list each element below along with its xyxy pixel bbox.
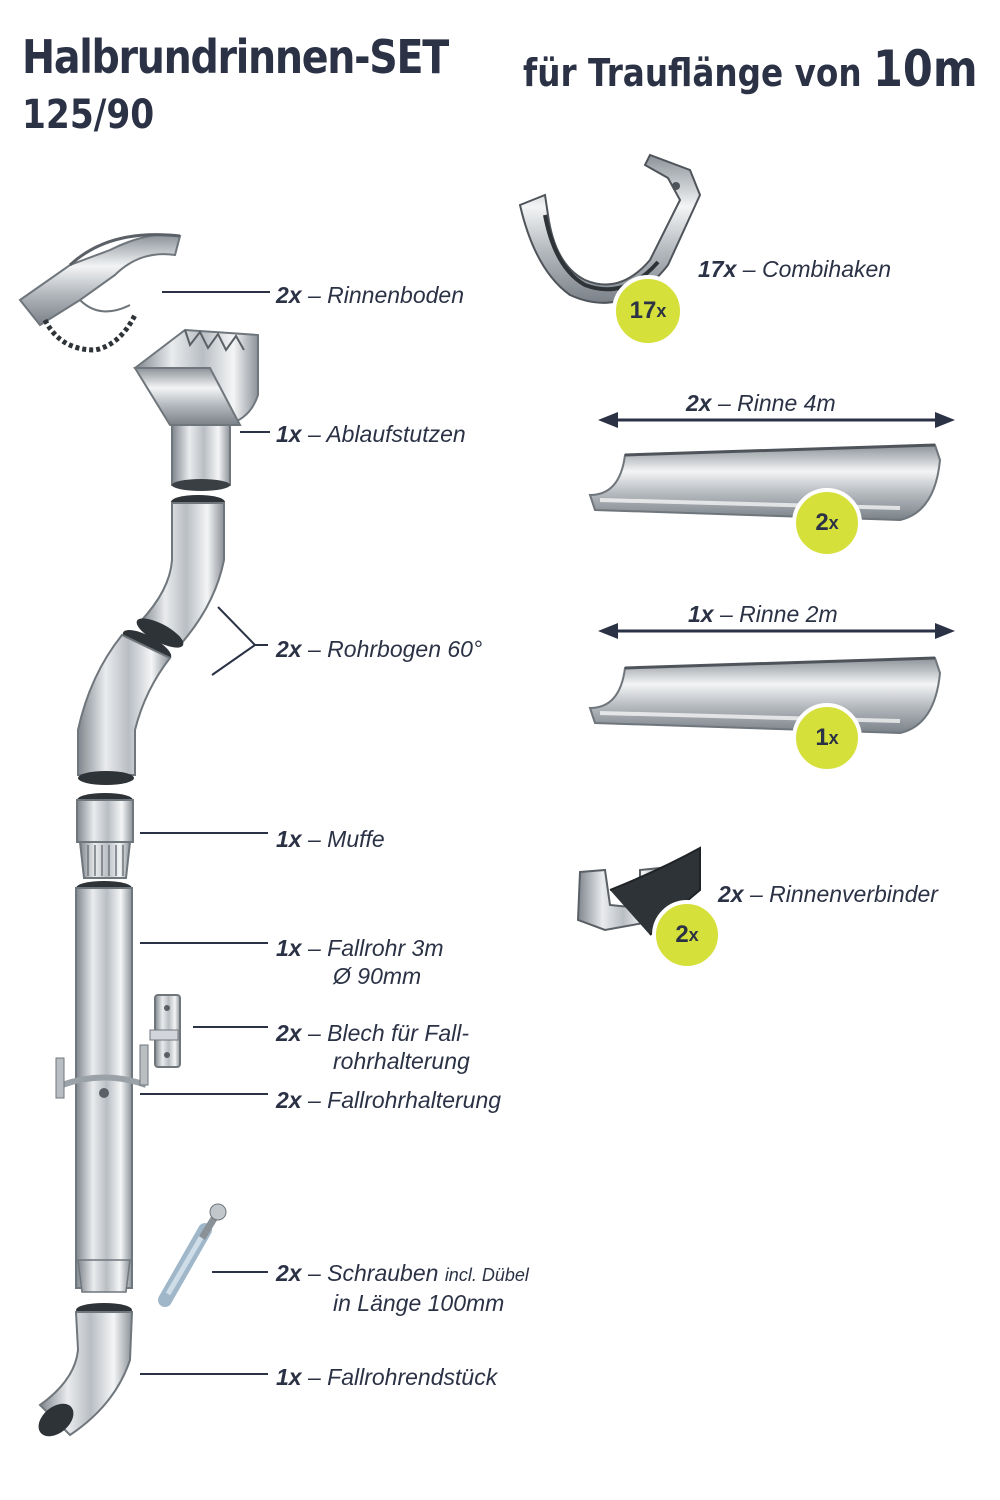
label-combihaken: 17x – Combihaken bbox=[698, 256, 892, 282]
muffe-image bbox=[76, 793, 134, 879]
page-title: Halbrundrinnen-SET bbox=[22, 30, 449, 84]
rohrbogen-upper-image bbox=[136, 495, 225, 648]
label-rinnenboden: 2x – Rinnenboden bbox=[276, 282, 465, 308]
eave-length-value: 10m bbox=[873, 40, 978, 98]
dimension-arrow-4m bbox=[598, 412, 955, 428]
label-fallrohr: 1x – Fallrohr 3m Ø 90mm bbox=[276, 935, 444, 989]
eave-length-prefix: für Trauflänge von bbox=[523, 51, 862, 95]
label-ablaufstutzen: 1x – Ablaufstutzen bbox=[276, 421, 466, 447]
rinnenverbinder-image bbox=[576, 846, 701, 936]
label-blech: 2x – Blech für Fall- rohrhalterung bbox=[276, 1020, 470, 1074]
blech-image bbox=[149, 994, 181, 1068]
eave-length-heading: für Trauflänge von 10m bbox=[523, 40, 978, 98]
rinne-4m-image bbox=[588, 443, 942, 522]
page-subtitle: 125/90 bbox=[22, 92, 155, 138]
schrauben-image bbox=[158, 1203, 227, 1307]
label-rinne-4m: 2x – Rinne 4m bbox=[686, 390, 836, 416]
fallrohrendstueck-image bbox=[38, 1303, 134, 1437]
label-rinnenverbinder: 2x – Rinnenverbinder bbox=[718, 881, 938, 907]
fallrohrhalterung-image bbox=[55, 1044, 149, 1099]
dimension-arrow-2m bbox=[598, 623, 955, 639]
ablaufstutzen-image bbox=[133, 328, 259, 491]
label-muffe: 1x – Muffe bbox=[276, 826, 385, 852]
rinnenboden-image bbox=[18, 233, 182, 353]
rohrbogen-lower-image bbox=[77, 630, 172, 785]
label-rohrbogen: 2x – Rohrbogen 60° bbox=[276, 636, 483, 662]
rinne-2m-image bbox=[588, 656, 942, 735]
leader-lines bbox=[140, 291, 270, 1375]
label-fallrohrendstueck: 1x – Fallrohrendstück bbox=[276, 1364, 498, 1390]
label-schrauben: 2x – Schrauben incl. Dübel in Länge 100m… bbox=[276, 1260, 529, 1316]
fallrohr-image bbox=[75, 881, 133, 1293]
combihaken-image bbox=[518, 153, 702, 304]
label-rinne-2m: 1x – Rinne 2m bbox=[688, 601, 838, 627]
label-fallrohrhalterung: 2x – Fallrohrhalterung bbox=[276, 1087, 502, 1113]
